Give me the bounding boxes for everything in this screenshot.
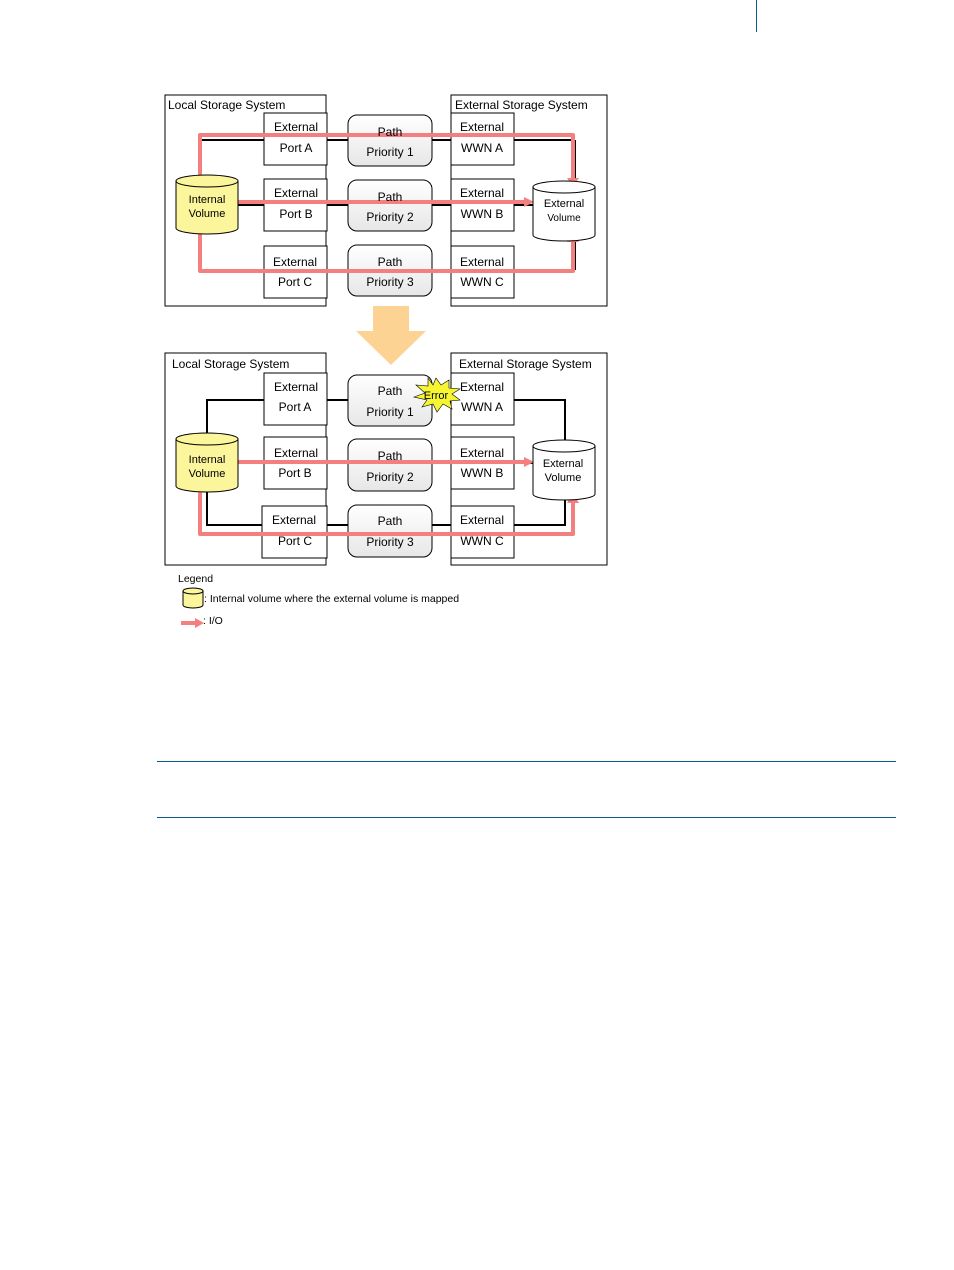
top-external-volume-line1: External bbox=[544, 198, 584, 210]
bottom-internal-volume-line2: Volume bbox=[189, 468, 226, 480]
bottom-port-c-line1: External bbox=[272, 513, 316, 527]
bottom-diagram: Local Storage System External Storage Sy… bbox=[164, 352, 608, 566]
top-wwn-a-line1: External bbox=[460, 120, 504, 134]
top-path-3-line1: Path bbox=[378, 255, 403, 269]
bottom-io-arrowhead-b bbox=[524, 457, 534, 467]
bottom-wwn-b-line1: External bbox=[460, 446, 504, 460]
bottom-path-3-line2: Priority 3 bbox=[366, 535, 414, 549]
top-wwn-a-box bbox=[450, 112, 515, 166]
top-path-1-line1: Path bbox=[378, 125, 403, 139]
legend-internal-volume-icon bbox=[182, 587, 204, 609]
note-bottom-rule bbox=[157, 817, 896, 818]
bottom-path-priority-3-box bbox=[347, 504, 433, 558]
top-wwn-a-line2: WWN A bbox=[461, 141, 503, 155]
top-path-1-line2: Priority 1 bbox=[366, 145, 414, 159]
top-port-b-line2: Port B bbox=[279, 207, 312, 221]
legend-title: Legend bbox=[178, 573, 213, 585]
bottom-port-b-line1: External bbox=[274, 446, 318, 460]
bottom-path-2-line2: Priority 2 bbox=[366, 470, 414, 484]
legend: Legend : Internal volume where the exter… bbox=[178, 573, 459, 628]
transition-arrow bbox=[356, 306, 426, 365]
bottom-internal-volume-line1: Internal bbox=[189, 454, 226, 466]
top-external-volume-cylinder bbox=[532, 180, 596, 242]
bottom-wwn-a-line1: External bbox=[460, 380, 504, 394]
top-port-c-line2: Port C bbox=[278, 275, 312, 289]
bottom-port-a-line1: External bbox=[274, 380, 318, 394]
top-external-volume-line2: Volume bbox=[547, 213, 581, 224]
bottom-external-volume-line1: External bbox=[543, 458, 583, 470]
bottom-wwn-c-line1: External bbox=[460, 513, 504, 527]
top-path-priority-1-box bbox=[347, 114, 433, 167]
legend-io-label: : I/O bbox=[203, 615, 223, 627]
bottom-external-volume-line2: Volume bbox=[545, 472, 582, 484]
top-internal-volume-line1: Internal bbox=[189, 194, 226, 206]
top-port-b-box bbox=[263, 178, 328, 232]
legend-io-arrow-icon bbox=[181, 618, 204, 628]
path-failover-diagram: Local Storage System External Storage Sy… bbox=[164, 94, 608, 628]
bottom-wwn-c-line2: WWN C bbox=[460, 534, 504, 548]
bottom-external-volume-cylinder bbox=[532, 439, 596, 501]
top-external-storage-title: External Storage System bbox=[455, 98, 588, 112]
bottom-wwn-a-box bbox=[450, 372, 515, 426]
bottom-wwn-a-line2: WWN A bbox=[461, 400, 503, 414]
bottom-port-c-line2: Port C bbox=[278, 534, 312, 548]
top-io-path-a bbox=[198, 133, 575, 182]
top-wwn-b-line2: WWN B bbox=[461, 207, 504, 221]
top-port-a-line2: Port A bbox=[280, 141, 313, 155]
note-top-rule bbox=[157, 761, 896, 762]
top-wwn-b-box bbox=[450, 178, 515, 232]
top-path-2-line2: Priority 2 bbox=[366, 210, 414, 224]
bottom-io-path-c bbox=[198, 492, 575, 536]
bottom-path-1-line2: Priority 1 bbox=[366, 405, 414, 419]
error-label: Error bbox=[424, 390, 449, 402]
bottom-port-a-line2: Port A bbox=[279, 400, 312, 414]
top-io-arrowhead-b bbox=[524, 197, 534, 207]
top-port-a-box bbox=[263, 112, 328, 166]
bottom-wwn-b-line2: WWN B bbox=[461, 466, 504, 480]
top-diagram: Local Storage System External Storage Sy… bbox=[164, 94, 608, 307]
top-wwn-b-line1: External bbox=[460, 186, 504, 200]
bottom-local-storage-title: Local Storage System bbox=[172, 357, 289, 371]
bottom-path-2-line1: Path bbox=[378, 449, 403, 463]
bottom-port-a-box bbox=[263, 372, 328, 426]
bottom-external-storage-title: External Storage System bbox=[459, 357, 592, 371]
top-path-priority-2-box bbox=[347, 179, 433, 232]
bottom-internal-volume-cylinder bbox=[175, 432, 239, 493]
top-port-b-line1: External bbox=[274, 186, 318, 200]
top-path-3-line2: Priority 3 bbox=[366, 275, 414, 289]
bottom-path-1-line1: Path bbox=[378, 384, 403, 398]
legend-internal-volume-label: : Internal volume where the external vol… bbox=[204, 593, 459, 605]
bottom-path-3-line1: Path bbox=[378, 514, 403, 528]
top-internal-volume-cylinder bbox=[175, 174, 239, 235]
bottom-port-b-line2: Port B bbox=[278, 466, 311, 480]
error-burst-icon bbox=[412, 377, 461, 413]
top-path-2-line1: Path bbox=[378, 190, 403, 204]
top-port-a-line1: External bbox=[274, 120, 318, 134]
top-io-path-c bbox=[198, 233, 575, 273]
top-wwn-c-line1: External bbox=[460, 255, 504, 269]
top-wwn-c-line2: WWN C bbox=[460, 275, 504, 289]
top-port-c-line1: External bbox=[273, 255, 317, 269]
top-internal-volume-line2: Volume bbox=[189, 208, 226, 220]
top-local-storage-title: Local Storage System bbox=[168, 98, 285, 112]
bottom-path-priority-2-box bbox=[347, 438, 433, 492]
page-top-rule bbox=[756, 0, 757, 32]
